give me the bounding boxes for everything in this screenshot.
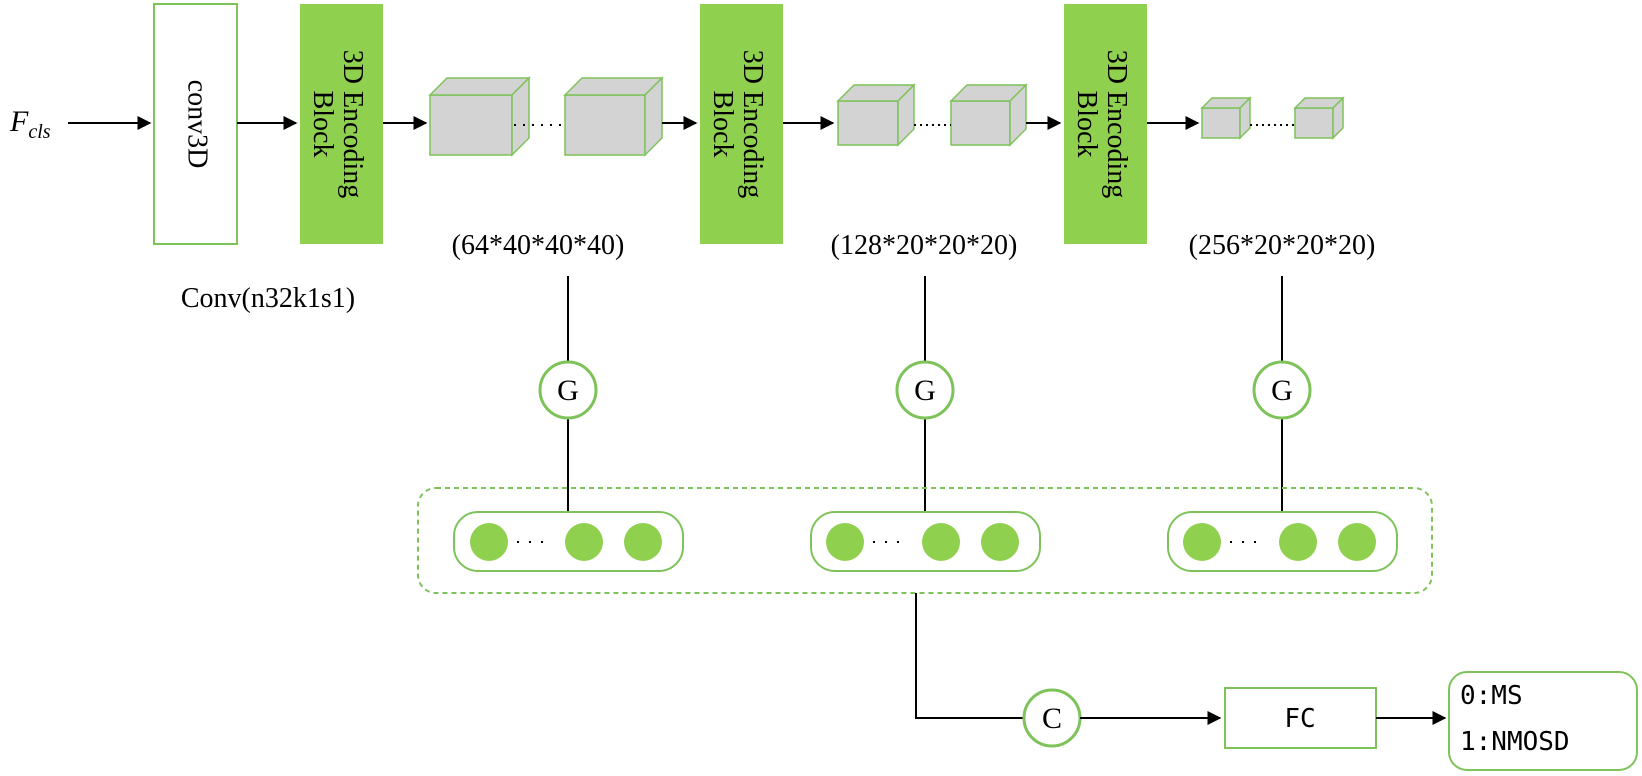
- vector-1-node: [470, 523, 508, 561]
- encoding-block-3: 3D Encoding Block: [1064, 4, 1147, 244]
- encoding-block-2-line1: 3D Encoding: [737, 50, 768, 199]
- feature-vector-3: [1167, 511, 1398, 572]
- vector-3-node: [1183, 523, 1221, 561]
- gap-node-1: G: [538, 360, 598, 420]
- vector-3-node: [1338, 523, 1376, 561]
- encoding-block-2: 3D Encoding Block: [700, 4, 783, 244]
- feature-cubes-3: [1200, 96, 1345, 140]
- vector-1-node: [565, 523, 603, 561]
- conv3d-caption: Conv(n32k1s1): [181, 283, 355, 314]
- feature-vector-2: [810, 511, 1041, 572]
- gap-node-2-label: G: [914, 374, 936, 407]
- output-class-0: 0:MS: [1460, 681, 1523, 711]
- output-box: 0:MS 1:NMOSD: [1448, 671, 1638, 771]
- vector-1-node: [624, 523, 662, 561]
- vector-group-container: [417, 487, 1433, 594]
- feature-dims-2: (128*20*20*20): [831, 230, 1018, 261]
- output-class-1: 1:NMOSD: [1460, 727, 1570, 757]
- fc-label: FC: [1284, 704, 1315, 734]
- encoding-block-1: 3D Encoding Block: [300, 4, 383, 244]
- gap-node-3: G: [1252, 360, 1312, 420]
- encoding-block-1-line1: 3D Encoding: [337, 50, 368, 199]
- gap-node-3-label: G: [1271, 374, 1293, 407]
- feature-vector-1: [453, 511, 684, 572]
- feature-dims-3: (256*20*20*20): [1189, 230, 1376, 261]
- input-label: Fcls: [9, 105, 51, 143]
- gap-node-1-label: G: [557, 374, 579, 407]
- feature-cubes-1: [428, 76, 664, 157]
- feature-dims-1: (64*40*40*40): [452, 230, 625, 261]
- vector-3-node: [1279, 523, 1317, 561]
- vector-2-node: [826, 523, 864, 561]
- vector-2-node: [922, 523, 960, 561]
- encoding-block-2-line2: Block: [707, 91, 738, 158]
- connector-to-concat: [915, 593, 1024, 719]
- conv3d-block: conv3D: [153, 3, 238, 245]
- gap-node-2: G: [895, 360, 955, 420]
- vector-2-node: [981, 523, 1019, 561]
- encoding-block-1-line2: Block: [307, 91, 338, 158]
- concat-node-label: C: [1042, 702, 1062, 735]
- conv3d-label: conv3D: [182, 80, 213, 169]
- feature-cubes-2: [836, 83, 1028, 147]
- encoding-block-3-line1: 3D Encoding: [1101, 50, 1132, 199]
- encoding-block-3-line2: Block: [1071, 91, 1102, 158]
- concat-node: C: [1022, 688, 1082, 748]
- fc-block: FC: [1224, 687, 1377, 749]
